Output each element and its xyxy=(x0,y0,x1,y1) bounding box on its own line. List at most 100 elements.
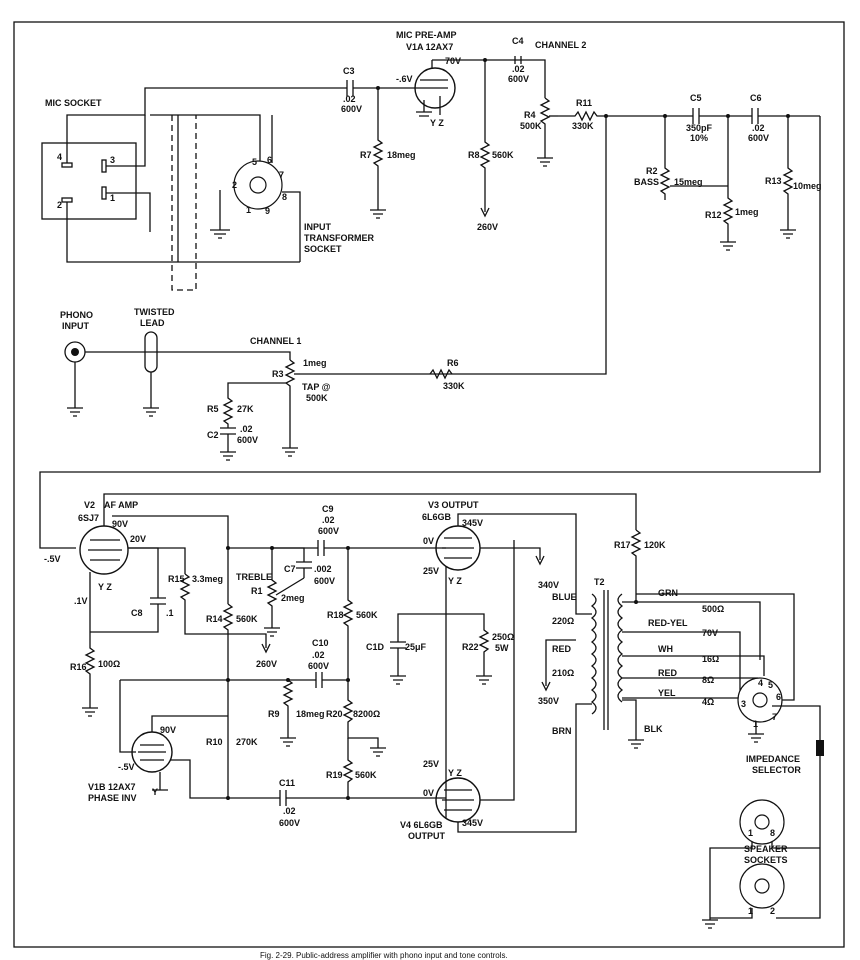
svg-text:20V: 20V xyxy=(130,534,146,544)
svg-text:R19: R19 xyxy=(326,770,343,780)
svg-text:RED: RED xyxy=(658,668,678,678)
svg-text:4Ω: 4Ω xyxy=(702,697,714,707)
svg-text:R16: R16 xyxy=(70,662,87,672)
svg-text:25μF: 25μF xyxy=(405,642,427,652)
svg-text:10meg: 10meg xyxy=(793,181,822,191)
svg-text:.02: .02 xyxy=(512,64,525,74)
svg-text:340V: 340V xyxy=(538,580,559,590)
svg-text:MIC PRE-AMP: MIC PRE-AMP xyxy=(396,30,457,40)
v1b-tube xyxy=(131,731,173,773)
svg-text:600V: 600V xyxy=(508,74,529,84)
svg-text:RED: RED xyxy=(552,644,572,654)
svg-text:R11: R11 xyxy=(576,98,592,108)
svg-text:330K: 330K xyxy=(443,381,465,391)
svg-text:-.5V: -.5V xyxy=(118,762,135,772)
svg-text:-.6V: -.6V xyxy=(396,74,413,84)
svg-text:18meg: 18meg xyxy=(296,709,325,719)
svg-text:6SJ7: 6SJ7 xyxy=(78,513,99,523)
svg-text:SPEAKER: SPEAKER xyxy=(744,844,788,854)
svg-text:WH: WH xyxy=(658,644,673,654)
svg-text:C6: C6 xyxy=(750,93,762,103)
svg-text:SOCKET: SOCKET xyxy=(304,244,342,254)
svg-text:260V: 260V xyxy=(256,659,277,669)
svg-text:YEL: YEL xyxy=(658,688,676,698)
svg-text:R13: R13 xyxy=(765,176,782,186)
svg-text:70V: 70V xyxy=(445,56,461,66)
svg-text:560K: 560K xyxy=(236,614,258,624)
svg-text:.02: .02 xyxy=(752,123,765,133)
svg-text:Y Z: Y Z xyxy=(430,118,444,128)
svg-text:120K: 120K xyxy=(644,540,666,550)
svg-text:6L6GB: 6L6GB xyxy=(422,512,452,522)
svg-text:R20: R20 xyxy=(326,709,343,719)
fuse xyxy=(816,740,824,756)
svg-text:.02: .02 xyxy=(343,94,356,104)
svg-text:C5: C5 xyxy=(690,93,702,103)
pin4-label: 4 xyxy=(57,152,62,162)
svg-text:Y Z: Y Z xyxy=(448,576,462,586)
svg-text:5: 5 xyxy=(768,680,773,690)
svg-text:5: 5 xyxy=(252,157,257,167)
svg-text:PHASE INV: PHASE INV xyxy=(88,793,137,803)
svg-text:3.3meg: 3.3meg xyxy=(192,574,223,584)
svg-text:27K: 27K xyxy=(237,404,254,414)
svg-text:345V: 345V xyxy=(462,518,483,528)
svg-text:R9: R9 xyxy=(268,709,280,719)
svg-text:INPUT: INPUT xyxy=(62,321,90,331)
svg-text:.02: .02 xyxy=(322,515,335,525)
svg-text:25V: 25V xyxy=(423,759,439,769)
svg-text:5W: 5W xyxy=(495,643,509,653)
svg-text:10%: 10% xyxy=(690,133,708,143)
svg-text:R17: R17 xyxy=(614,540,631,550)
svg-text:C10: C10 xyxy=(312,638,329,648)
svg-text:350V: 350V xyxy=(538,696,559,706)
svg-text:25V: 25V xyxy=(423,566,439,576)
svg-text:.1V: .1V xyxy=(74,596,88,606)
svg-text:9: 9 xyxy=(265,206,270,216)
svg-text:600V: 600V xyxy=(314,576,335,586)
svg-text:V1B 12AX7: V1B 12AX7 xyxy=(88,782,136,792)
svg-text:500Ω: 500Ω xyxy=(702,604,724,614)
svg-text:500K: 500K xyxy=(520,121,542,131)
svg-text:AF AMP: AF AMP xyxy=(104,500,138,510)
svg-text:15meg: 15meg xyxy=(674,177,703,187)
svg-text:C4: C4 xyxy=(512,36,524,46)
svg-text:C7: C7 xyxy=(284,564,296,574)
svg-text:LEAD: LEAD xyxy=(140,318,165,328)
svg-text:560K: 560K xyxy=(492,150,514,160)
pin1-label: 1 xyxy=(110,193,115,203)
svg-text:3: 3 xyxy=(741,699,746,709)
speaker-socket-1 xyxy=(739,799,785,845)
svg-text:R10: R10 xyxy=(206,737,223,747)
svg-text:2: 2 xyxy=(770,906,775,916)
svg-text:6: 6 xyxy=(776,692,781,702)
svg-text:0V: 0V xyxy=(423,536,434,546)
svg-text:SOCKETS: SOCKETS xyxy=(744,855,788,865)
svg-text:7: 7 xyxy=(279,170,284,180)
svg-text:0V: 0V xyxy=(423,788,434,798)
svg-text:C11: C11 xyxy=(279,778,295,788)
speaker-socket-2 xyxy=(739,863,785,909)
svg-text:CHANNEL 1: CHANNEL 1 xyxy=(250,336,301,346)
svg-text:OUTPUT: OUTPUT xyxy=(408,831,446,841)
svg-text:TREBLE: TREBLE xyxy=(236,572,272,582)
svg-text:6: 6 xyxy=(267,155,272,165)
svg-text:90V: 90V xyxy=(160,725,176,735)
svg-text:Y Z: Y Z xyxy=(98,582,112,592)
svg-text:V3 OUTPUT: V3 OUTPUT xyxy=(428,500,479,510)
pin3-label: 3 xyxy=(110,155,115,165)
svg-text:1: 1 xyxy=(748,828,753,838)
svg-text:600V: 600V xyxy=(748,133,769,143)
svg-text:R5: R5 xyxy=(207,404,219,414)
svg-text:560K: 560K xyxy=(355,770,377,780)
svg-text:TWISTED: TWISTED xyxy=(134,307,175,317)
svg-text:270K: 270K xyxy=(236,737,258,747)
svg-text:C3: C3 xyxy=(343,66,355,76)
svg-text:BLUE: BLUE xyxy=(552,592,577,602)
svg-text:.02: .02 xyxy=(283,806,296,816)
svg-text:R14: R14 xyxy=(206,614,223,624)
svg-text:600V: 600V xyxy=(237,435,258,445)
svg-text:600V: 600V xyxy=(279,818,300,828)
